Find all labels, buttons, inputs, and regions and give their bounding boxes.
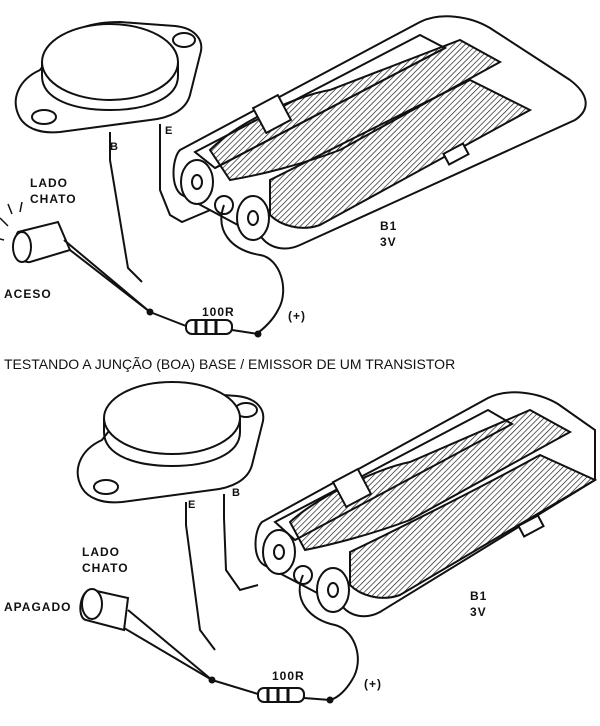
top-plus-label: (+): [288, 309, 306, 323]
bottom-lead-b-label: B: [232, 487, 241, 499]
bottom-led: [79, 588, 213, 681]
top-resistor: [146, 308, 262, 338]
bottom-resistor: [208, 676, 334, 704]
bottom-lead-b: [223, 494, 259, 592]
bottom-resistor-label: 100R: [272, 669, 305, 683]
bottom-wire-plus: [298, 574, 359, 701]
top-battery-name-label: B1: [380, 219, 397, 233]
bottom-lead-e-label: E: [188, 499, 196, 511]
bottom-battery: [254, 391, 598, 618]
top-lead-e-label: E: [165, 125, 173, 137]
top-lead-b: [109, 132, 143, 283]
top-led-side-label: LADO: [30, 176, 68, 190]
top-led-state-label: ACESO: [4, 287, 52, 301]
top-lead-e: [159, 124, 216, 224]
top-resistor-label: 100R: [202, 305, 235, 319]
top-battery-volt-label: 3V: [380, 235, 397, 249]
bottom-led-side2-label: CHATO: [82, 561, 129, 575]
top-wire-plus: [220, 204, 285, 336]
bottom-led-side-label: LADO: [82, 545, 120, 559]
top-led-side2-label: CHATO: [30, 192, 77, 206]
top-lead-b-label: B: [110, 141, 119, 153]
bottom-illustration: [76, 381, 598, 704]
top-battery: [172, 15, 587, 250]
bottom-led-state-label: APAGADO: [4, 600, 71, 614]
bottom-battery-volt-label: 3V: [470, 605, 487, 619]
bottom-battery-name-label: B1: [470, 589, 487, 603]
top-transistor: [14, 20, 203, 134]
top-led: [0, 201, 151, 313]
bottom-plus-label: (+): [364, 677, 382, 691]
bottom-lead-e: [185, 502, 216, 651]
diagram-caption: TESTANDO A JUNÇÃO (BOA) BASE / EMISSOR D…: [4, 356, 456, 372]
top-illustration: [0, 15, 587, 338]
bottom-transistor: [76, 381, 265, 504]
